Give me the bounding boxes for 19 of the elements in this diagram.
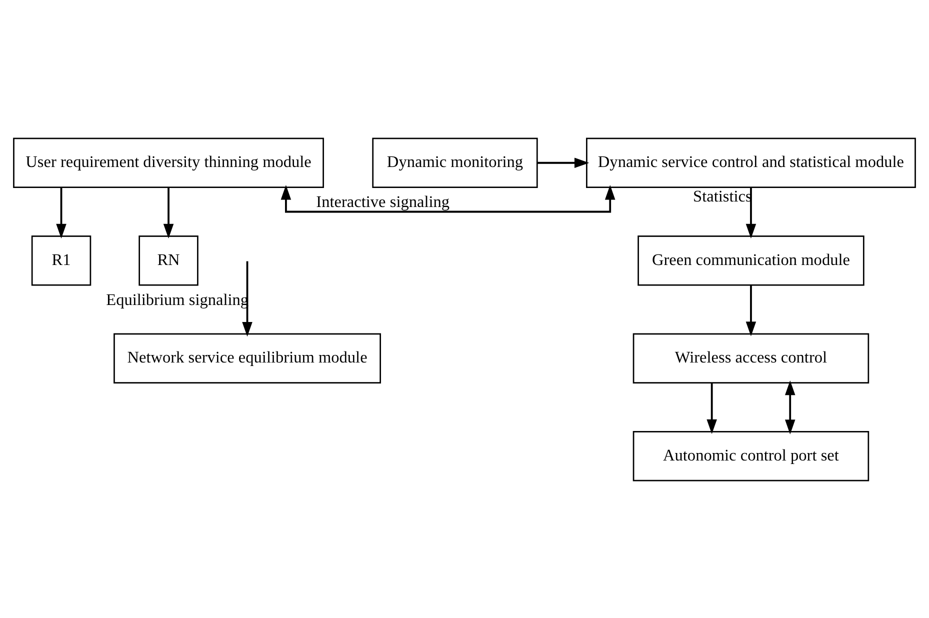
node-box: Green communication module [638,235,864,286]
arrow [706,382,717,434]
node-box: R1 [31,235,92,286]
arrow [784,380,796,434]
node-box: Dynamic monitoring [372,137,538,188]
arrow [56,187,66,238]
arrow [242,260,252,336]
arrow [537,157,590,168]
node-box: Wireless access control [632,332,870,383]
arrow [163,187,174,238]
arrow [746,284,756,336]
node-box: RN [138,235,198,286]
node-box: Network service equilibrium module [114,332,381,383]
node-box: Dynamic service control and statistical module [586,137,916,188]
arrow [280,184,616,212]
arrow [746,187,756,238]
edge-label: Interactive signaling [316,192,450,211]
node-box: Autonomic control port set [632,430,870,481]
node-box: User requirement diversity thinning module [13,137,324,188]
